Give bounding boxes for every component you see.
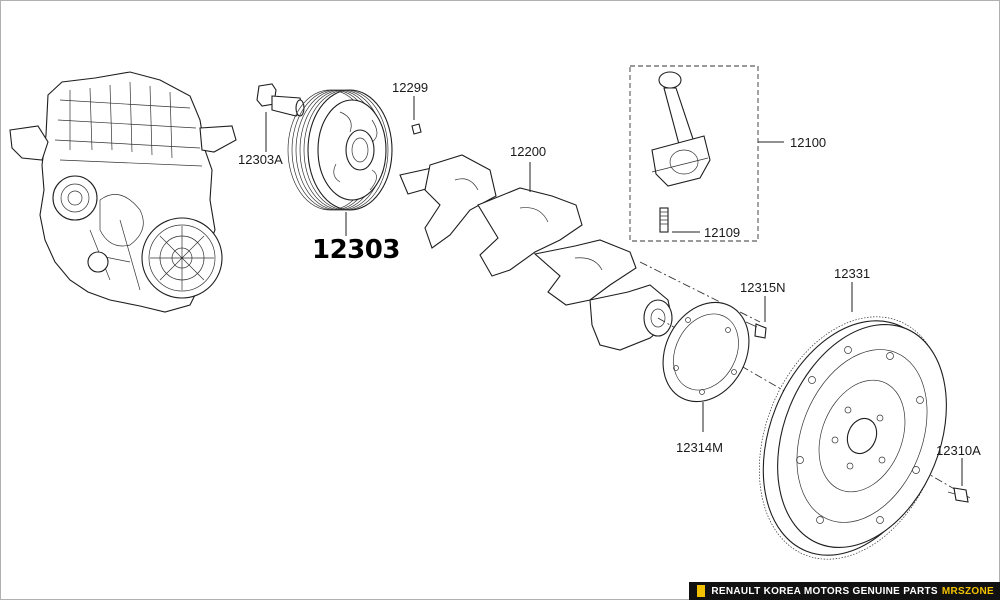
label-12315N: 12315N bbox=[740, 280, 786, 295]
footer-brand[interactable]: MRSZONE bbox=[941, 585, 994, 597]
part-12303-crank-pulley bbox=[287, 89, 393, 211]
brand-icon bbox=[697, 585, 706, 597]
label-12303A: 12303A bbox=[238, 152, 283, 167]
label-12314M: 12314M bbox=[676, 440, 723, 455]
part-12314M-plate bbox=[662, 301, 750, 403]
part-12310A-bolt bbox=[947, 487, 969, 503]
engine-assembly-illustration bbox=[9, 71, 237, 313]
part-12315N-bolt bbox=[745, 321, 767, 339]
label-12109: 12109 bbox=[704, 225, 740, 240]
part-12303A-bolt bbox=[256, 83, 305, 117]
label-12299: 12299 bbox=[392, 80, 428, 95]
part-12331-flywheel bbox=[758, 316, 947, 560]
bolt-axis-line bbox=[639, 261, 761, 323]
footer-text: RENAULT KOREA MOTORS GENUINE PARTS bbox=[711, 585, 938, 597]
group-box-12100 bbox=[629, 65, 759, 242]
label-12200: 12200 bbox=[510, 144, 546, 159]
part-12109-rod-bolt bbox=[659, 207, 669, 233]
part-12100-connecting-rod bbox=[651, 71, 711, 187]
label-12331: 12331 bbox=[834, 266, 870, 281]
label-12310A: 12310A bbox=[936, 443, 981, 458]
label-12303: 12303 bbox=[312, 235, 400, 265]
label-12100: 12100 bbox=[790, 135, 826, 150]
part-12299-key bbox=[411, 123, 422, 135]
part-12200-crankshaft bbox=[399, 154, 673, 351]
footer-banner: RENAULT KOREA MOTORS GENUINE PARTS MRSZO… bbox=[689, 582, 1000, 600]
